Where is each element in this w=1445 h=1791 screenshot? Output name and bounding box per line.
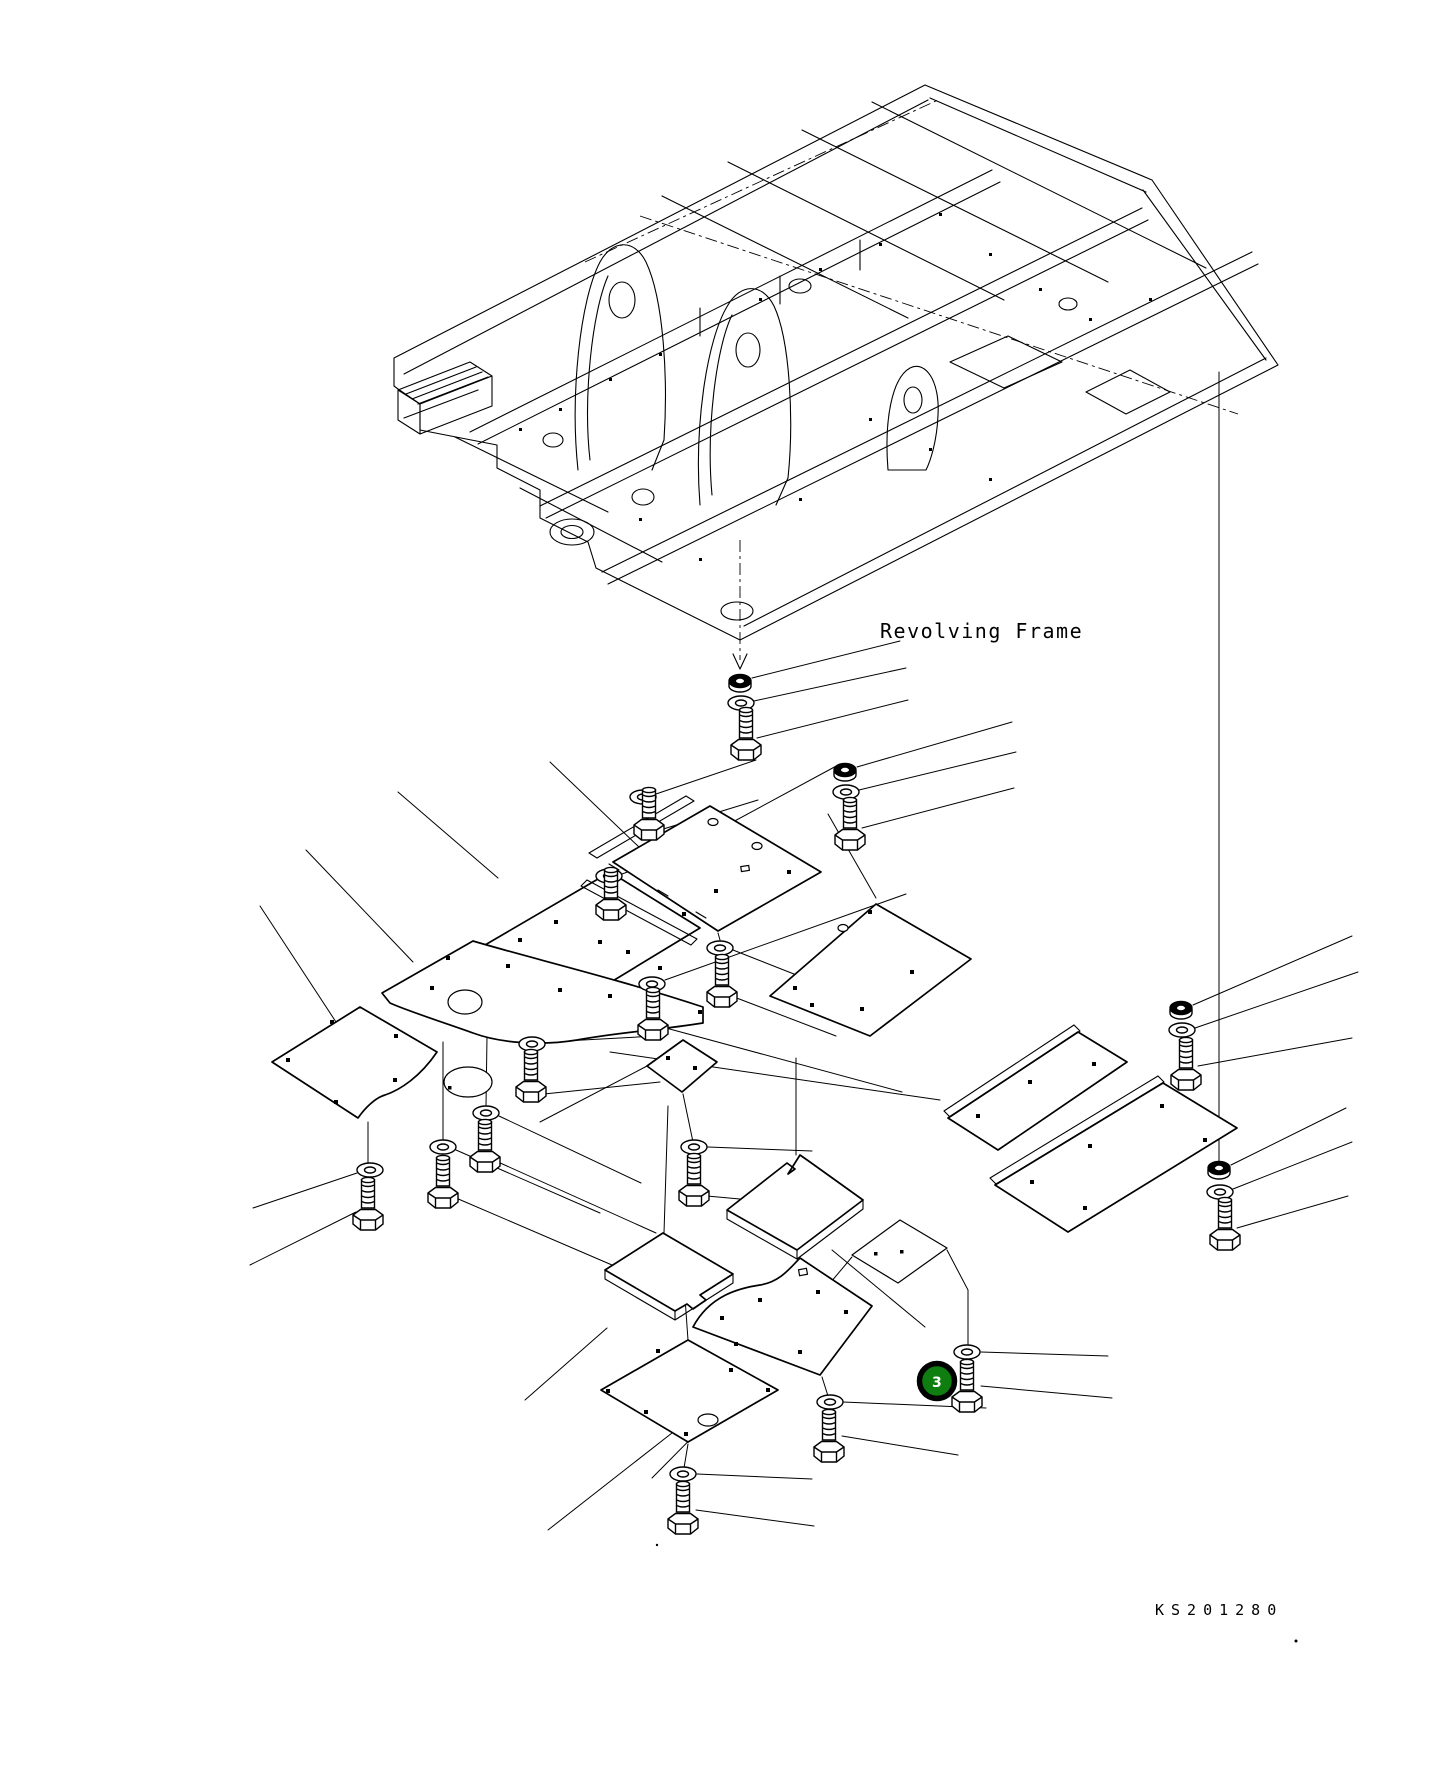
cover-plate-mid-right [769, 903, 972, 1037]
bolt-icon [706, 953, 738, 1008]
washer-icon [429, 1139, 457, 1155]
bolt-icon [667, 1480, 699, 1535]
washer-icon [953, 1344, 981, 1360]
callout-number: 3 [932, 1375, 942, 1391]
stray-dot [1294, 1639, 1298, 1643]
bolt-icon [678, 1152, 710, 1207]
bolt-icon [427, 1154, 459, 1209]
part-callout-3[interactable]: 3 [916, 1360, 958, 1402]
oval-shim [443, 1066, 493, 1098]
frame-hole-dots [519, 213, 1152, 561]
washer-icon [669, 1466, 697, 1482]
washer-icon [472, 1105, 500, 1121]
bolt-icon [834, 796, 866, 851]
nut-icon [1169, 1000, 1193, 1020]
bolt-icon [813, 1408, 845, 1463]
stray-dot [655, 1543, 659, 1547]
cover-plate-long-lower [989, 1075, 1238, 1233]
washer-icon [832, 784, 860, 800]
bolt-icon [1209, 1196, 1241, 1251]
nut-icon [833, 762, 857, 782]
washer-icon [1168, 1022, 1196, 1038]
cover-plate-bottom-left [600, 1339, 779, 1443]
frame-title-label: Revolving Frame [880, 619, 1083, 643]
bolt-icon [730, 706, 762, 761]
callout-circle [916, 1360, 958, 1402]
bolt-icon [515, 1048, 547, 1103]
revolving-frame-drawing [393, 84, 1279, 670]
cover-plate-small-center [646, 1039, 718, 1093]
bolt-icon [469, 1118, 501, 1173]
cover-plates [271, 795, 1238, 1443]
washer-icon [1206, 1184, 1234, 1200]
cover-plate-far-left [271, 1006, 438, 1119]
washer-icon [706, 940, 734, 956]
bolt-icon [1170, 1036, 1202, 1091]
nut-icon [728, 673, 752, 693]
drawing-code-label: KS201280 [1155, 1601, 1283, 1619]
cover-plate-center-oval [381, 940, 704, 1044]
cover-plate-small-right [851, 1219, 948, 1284]
frame-step [397, 361, 493, 435]
cover-plate-long-upper [943, 1024, 1128, 1151]
washer-icon [356, 1162, 384, 1178]
bolt-icon [352, 1176, 384, 1231]
nut-icon [1207, 1160, 1231, 1180]
down-arrow-icon [732, 653, 748, 670]
washer-icon [680, 1139, 708, 1155]
cover-plate-bottom-large [692, 1257, 873, 1376]
washer-icon [816, 1394, 844, 1410]
cover-plate-thick-upper [726, 1154, 864, 1260]
cover-plate-thick-lower [604, 1232, 734, 1321]
